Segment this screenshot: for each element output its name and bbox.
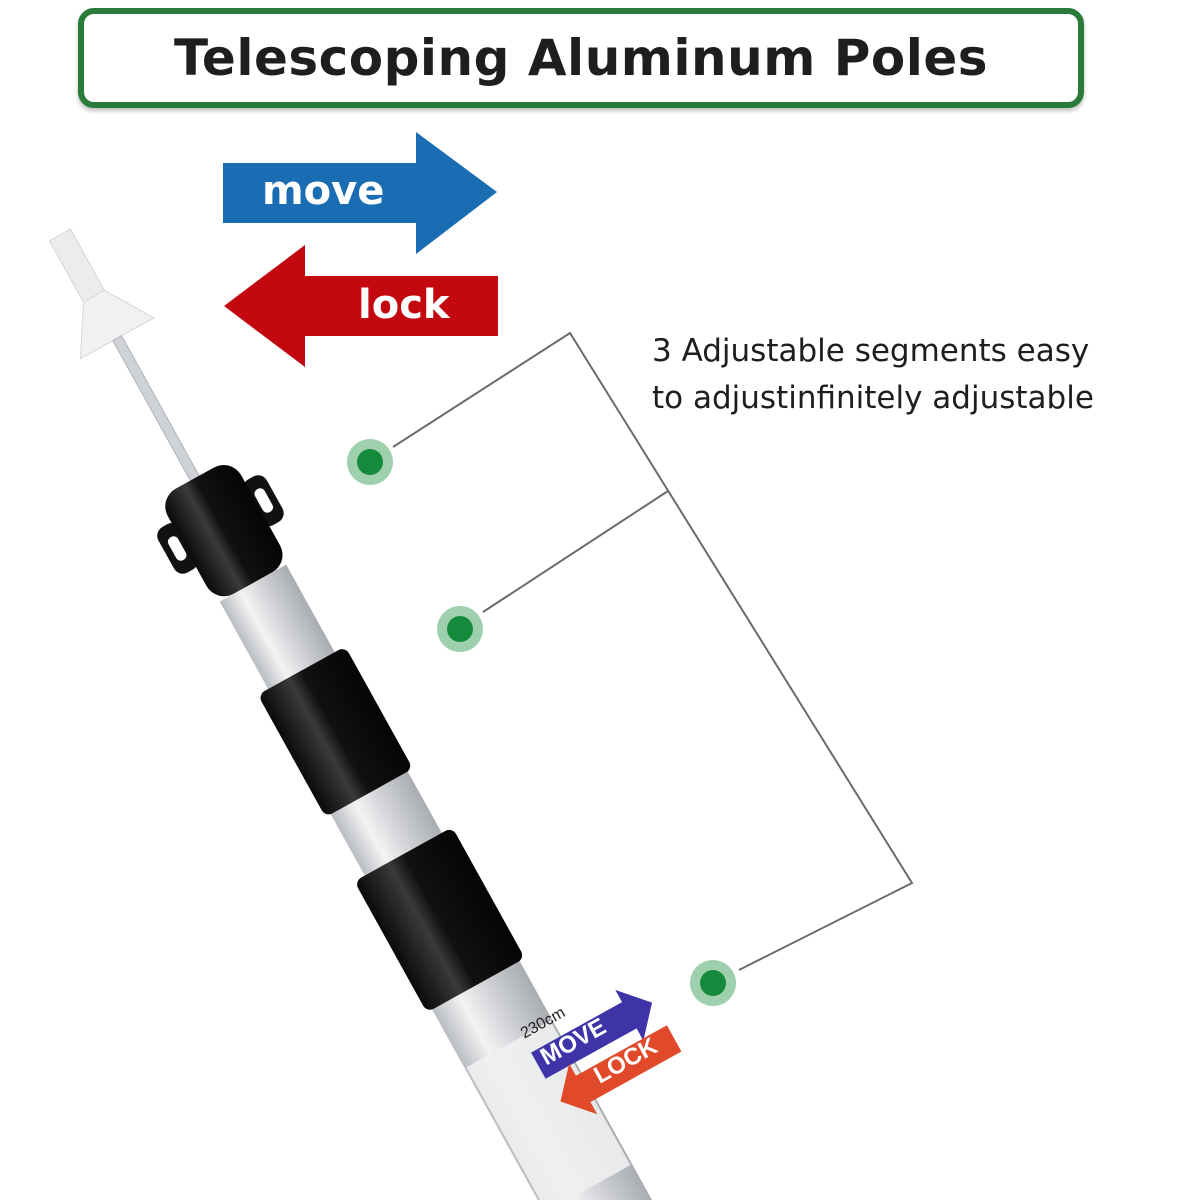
page-title: Telescoping Aluminum Poles [173,29,989,87]
description-line-1: 3 Adjustable segments easy [652,333,1090,369]
move-arrow-icon [223,132,497,254]
feature-description: 3 Adjustable segments easy to adjustinfi… [652,328,1094,422]
move-arrow-label: move [262,168,385,214]
sticker-lock-arrow-icon [560,1025,682,1115]
lock-arrow-icon [224,245,498,367]
pole-sticker [531,989,682,1115]
callout-dot-1 [347,439,393,485]
pole [48,228,772,1200]
callout-lines [392,331,914,971]
description-line-2: to adjustinfinitely adjustable [652,380,1094,416]
callout-dot-2 [437,606,483,652]
sticker-move-arrow-icon [531,989,653,1079]
title-banner: Telescoping Aluminum Poles [78,8,1084,108]
callout-dot-3 [690,960,736,1006]
lock-arrow-label: lock [358,282,450,328]
